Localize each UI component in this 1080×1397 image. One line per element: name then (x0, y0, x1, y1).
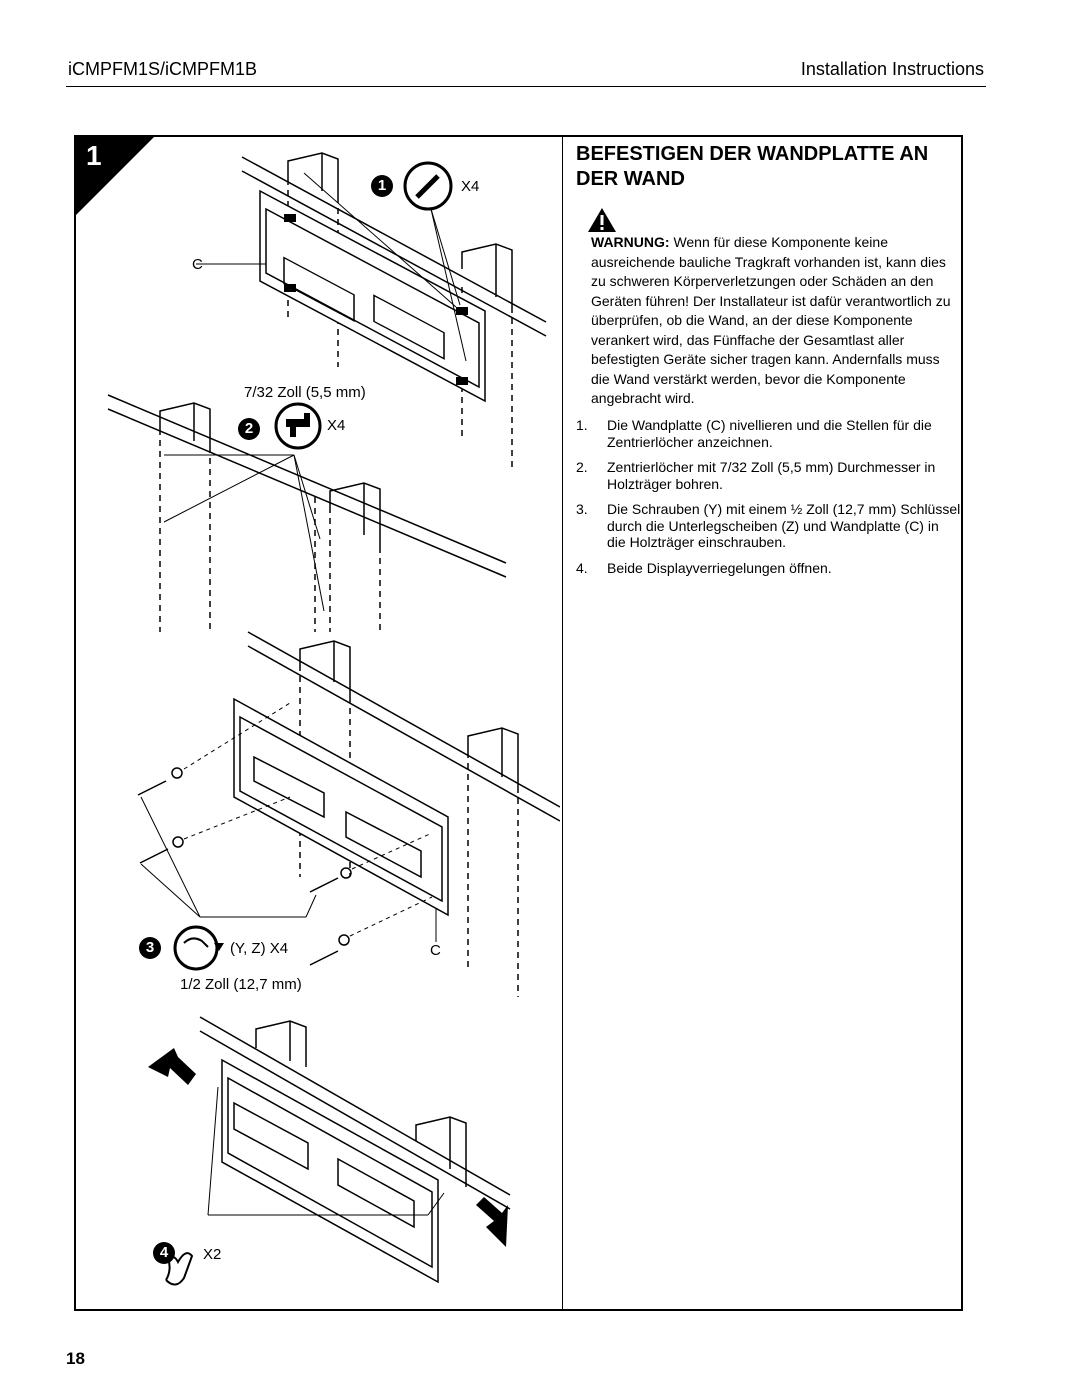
warning-label: WARNUNG: (591, 234, 670, 250)
header-doc-type: Installation Instructions (800, 59, 984, 79)
header-model: iCMPFM1S/iCMPFM1B (68, 59, 258, 79)
step-title: BEFESTIGEN DER WANDPLATTE AN DER WAND (576, 143, 929, 190)
instruction-text: Zentrierlöcher mit 7/32 Zoll (5,5 mm) Du… (607, 459, 936, 492)
substep3-qty: (Y, Z) X4 (230, 940, 289, 957)
substep-badge-3: 3 (139, 937, 161, 959)
substep-badge-2: 2 (238, 418, 260, 440)
figure-open-locks (148, 1016, 511, 1286)
warning-icon (588, 208, 616, 232)
step-number: 1 (86, 140, 102, 171)
substep1-part-label: C (192, 256, 203, 273)
instruction-list: 1. Die Wandplatte (C) nivellieren und di… (576, 417, 961, 585)
installation-illustration (107, 152, 560, 1286)
substep-badge-1: 1 (371, 175, 393, 197)
substep2-qty: X4 (327, 417, 346, 434)
instruction-item: 1. Die Wandplatte (C) nivellieren und di… (576, 417, 961, 450)
substep3-part-label: C (430, 942, 441, 959)
instruction-number: 3. (576, 501, 588, 517)
substep-badge-4: 4 (153, 1242, 175, 1264)
figure-drill-holes (107, 394, 507, 632)
substep3-wrench-size: 1/2 Zoll (12,7 mm) (180, 976, 302, 993)
warning-text: Wenn für diese Komponente keine ausreich… (591, 234, 951, 406)
figure-fasten-plate (137, 631, 560, 997)
instruction-item: 4. Beide Displayverriegelungen öffnen. (576, 560, 961, 577)
header-rule (66, 86, 986, 87)
instruction-text: Die Wandplatte (C) nivellieren und die S… (607, 417, 932, 450)
instruction-number: 1. (576, 417, 588, 433)
substep2-drill-size: 7/32 Zoll (5,5 mm) (244, 384, 366, 401)
page-number: 18 (66, 1349, 85, 1368)
substep1-qty: X4 (461, 178, 480, 195)
step-corner-triangle (76, 137, 154, 215)
instruction-number: 4. (576, 559, 588, 576)
figure-mark-holes (196, 152, 547, 467)
instruction-text: Die Schrauben (Y) mit einem ½ Zoll (12,7… (607, 501, 961, 550)
step-frame (74, 135, 963, 1311)
instruction-item: 2. Zentrierlöcher mit 7/32 Zoll (5,5 mm)… (576, 459, 961, 492)
substep4-qty: X2 (203, 1246, 222, 1263)
column-divider (562, 135, 563, 1311)
instruction-text: Beide Displayverriegelungen öffnen. (607, 559, 832, 576)
instruction-number: 2. (576, 459, 588, 475)
warning-block: WARNUNG: Wenn für diese Komponente keine… (591, 233, 961, 409)
instruction-item: 3. Die Schrauben (Y) mit einem ½ Zoll (1… (576, 501, 961, 551)
